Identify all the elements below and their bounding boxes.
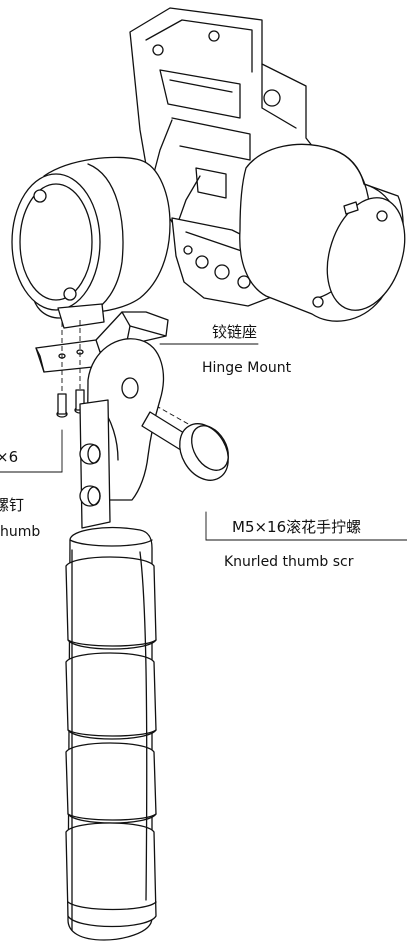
knurled-screw-en-label: Knurled thumb scr [224, 554, 354, 570]
side-clamp-plate [79, 399, 111, 529]
left-screw-cn-label: 螺钉 [0, 496, 24, 514]
hinge-mount-en-label: Hinge Mount [202, 360, 292, 376]
hinge-mount-cn-label: 铰链座 [212, 323, 257, 341]
knurled-thumb-screw [141, 411, 229, 481]
left-motor [11, 156, 171, 329]
right-motor [239, 143, 406, 322]
left-size-label: ×6 [0, 448, 18, 466]
screw-leader-line [205, 511, 407, 541]
handle-grip [65, 526, 157, 941]
left-screw-en-label: humb [0, 524, 40, 540]
knurled-screw-cn-label: M5×16滚花手拧螺 [232, 518, 361, 536]
hinge-mount-part [35, 311, 169, 373]
